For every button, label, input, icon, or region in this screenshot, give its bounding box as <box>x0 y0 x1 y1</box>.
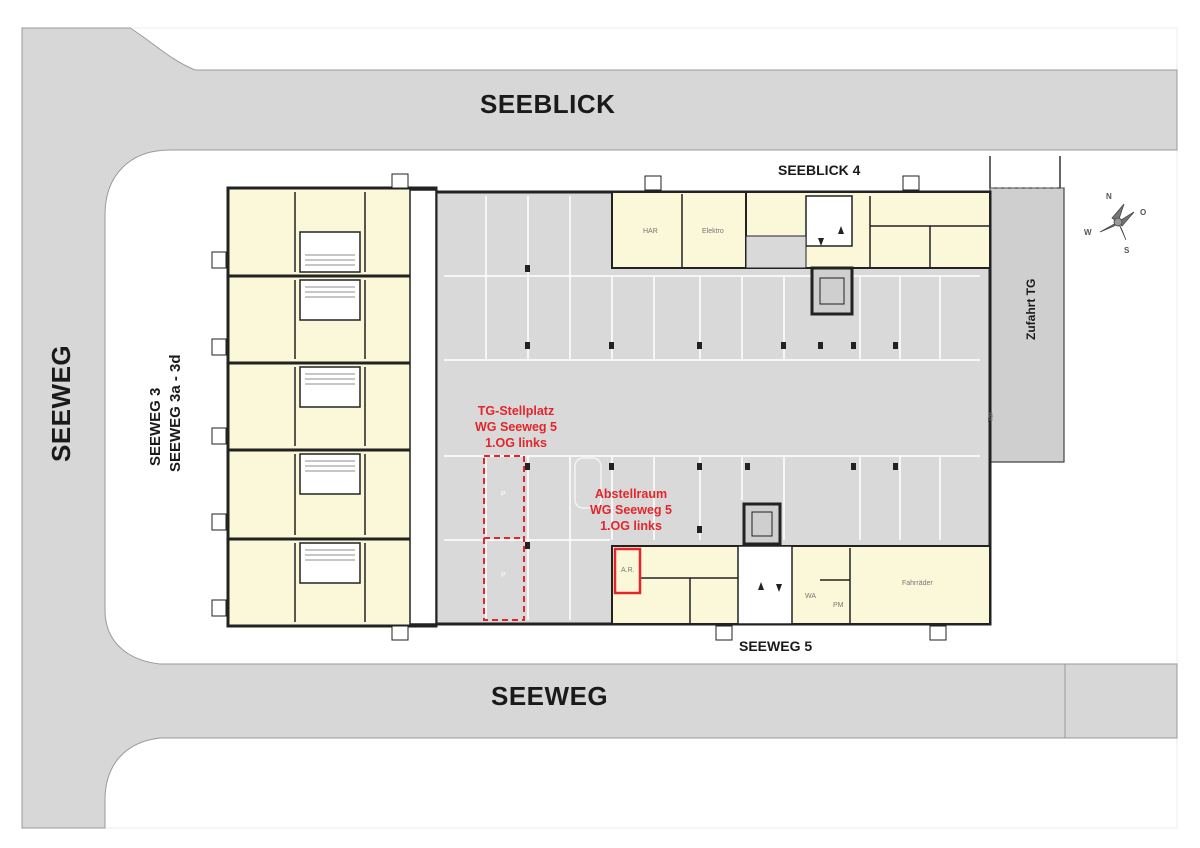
stair-arrow <box>758 582 764 590</box>
annotation-storage-line: Abstellraum <box>594 487 668 501</box>
zufahrt-label: Zufahrt TG <box>1024 278 1038 340</box>
columns <box>525 265 898 549</box>
unit-interiors <box>294 192 366 622</box>
elevator-seeblick4 <box>810 266 854 316</box>
room-pm: PM <box>833 602 844 609</box>
room-ar: A.R. <box>621 567 635 574</box>
parking-mark-1: P <box>501 491 506 498</box>
street-seeblick: SEEBLICK <box>480 89 616 119</box>
annotation-storage-line: WG Seeweg 5 <box>590 503 672 517</box>
entry-doors-left <box>211 173 947 641</box>
compass-n: N <box>1106 192 1112 201</box>
har-elektro-block <box>611 191 747 269</box>
elevator-seeweg5 <box>742 502 782 546</box>
annotation-parking-line: WG Seeweg 5 <box>475 420 557 434</box>
house-seeweg3a-3d: SEEWEG 3a - 3d <box>167 354 184 472</box>
room-elektro: Elektro <box>702 228 724 235</box>
compass-o: O <box>1140 208 1147 217</box>
elevator-car-seeweg5 <box>751 511 773 537</box>
stair-seeweg5 <box>737 545 793 625</box>
parking-mark-2: P <box>501 572 506 579</box>
compass-s: S <box>1124 246 1130 255</box>
annotation-parking: TG-Stellplatz WG Seeweg 5 1.OG links <box>459 403 573 451</box>
label-tor: Tor <box>988 412 995 422</box>
storage-highlight <box>613 547 642 595</box>
stair-seeblick4 <box>805 195 853 247</box>
stair-arrow <box>776 584 782 592</box>
annotation-parking-line: TG-Stellplatz <box>477 404 555 418</box>
compass-w: W <box>1084 228 1092 237</box>
street-seeweg-bottom: SEEWEG <box>491 681 609 711</box>
room-fahrraeder: Fahrräder <box>902 580 933 587</box>
room-wa: WA <box>805 593 817 600</box>
annotation-storage: Abstellraum WG Seeweg 5 1.OG links <box>579 486 683 534</box>
house-seeweg3: SEEWEG 3 <box>147 387 164 466</box>
unit-dividers <box>228 274 410 541</box>
stair-arrow <box>838 226 844 234</box>
corridor <box>409 189 437 625</box>
street-seeweg-left: SEEWEG <box>46 344 76 462</box>
stair-treads <box>305 254 355 561</box>
compass-rose <box>1099 203 1135 241</box>
road-seeblick <box>21 27 1178 829</box>
house-seeweg5: SEEWEG 5 <box>739 638 813 654</box>
seeweg5-block <box>611 545 991 625</box>
stair-arrow <box>818 238 824 246</box>
house-seeblick4: SEEBLICK 4 <box>778 162 861 178</box>
annotation-storage-line: 1.OG links <box>600 519 662 533</box>
car-outline <box>574 457 602 509</box>
elevator-car-seeblick4 <box>819 277 845 305</box>
room-har: HAR <box>643 228 658 235</box>
road-edge-right <box>1064 663 1178 739</box>
foyer-seeblick4 <box>745 235 807 269</box>
annotation-parking-line: 1.OG links <box>485 436 547 450</box>
